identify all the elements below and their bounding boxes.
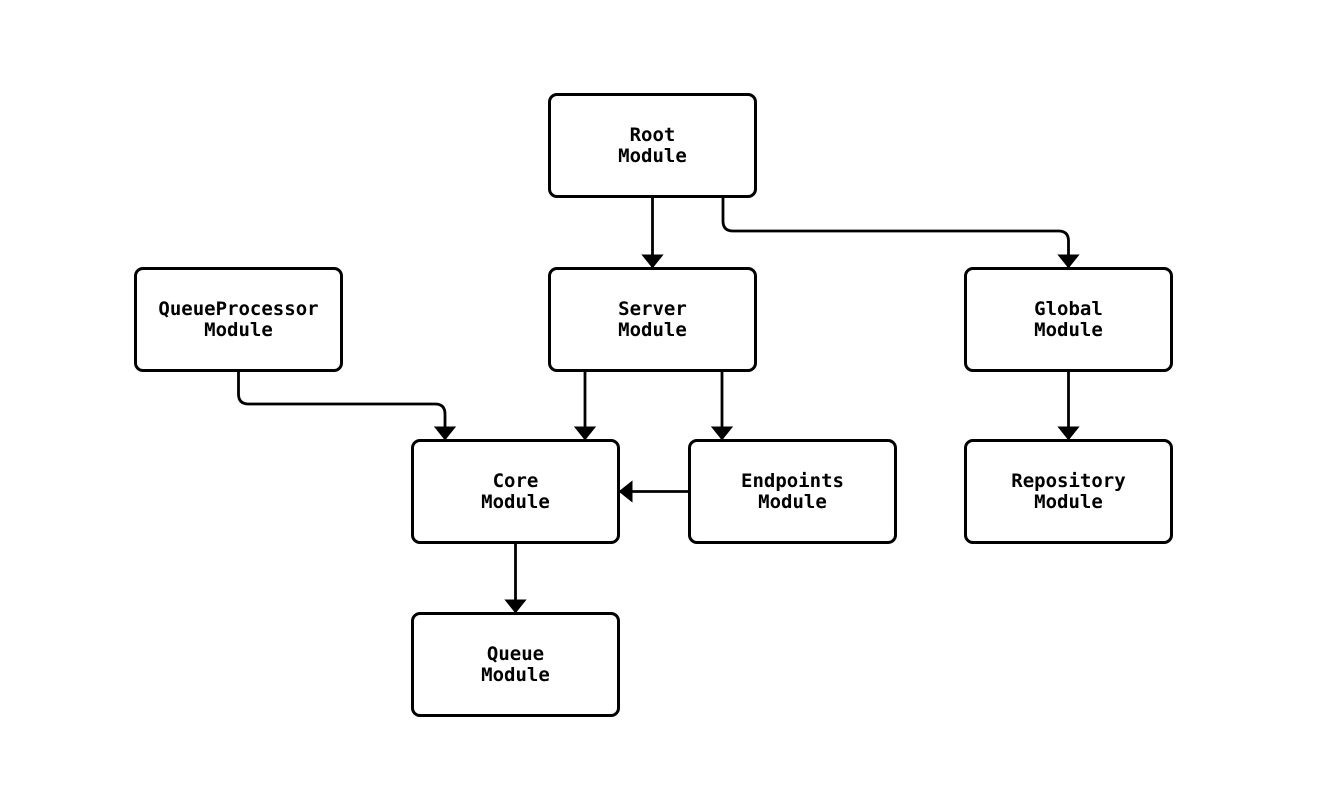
node-endpoints-module-label: Endpoints Module — [741, 469, 844, 513]
edge-queueprocessor-to-core-arrow — [237, 372, 457, 441]
node-global-module-label: Global Module — [1034, 297, 1103, 341]
node-repository-module-label: Repository Module — [1011, 469, 1126, 513]
node-queue-module-label: Queue Module — [481, 642, 550, 686]
node-root-module: Root Module — [548, 93, 757, 198]
node-server-module: Server Module — [548, 267, 757, 372]
node-core-module: Core Module — [411, 439, 620, 544]
node-endpoints-module: Endpoints Module — [688, 439, 897, 544]
node-server-module-label: Server Module — [618, 297, 687, 341]
node-queue-module: Queue Module — [411, 612, 620, 717]
node-repository-module: Repository Module — [964, 439, 1173, 544]
node-root-module-label: Root Module — [618, 123, 687, 167]
node-queueprocessor-module-label: QueueProcessor Module — [158, 297, 319, 341]
edge-root-to-global-arrow — [721, 198, 1080, 269]
node-core-module-label: Core Module — [481, 469, 550, 513]
node-global-module: Global Module — [964, 267, 1173, 372]
node-queueprocessor-module: QueueProcessor Module — [134, 267, 343, 372]
